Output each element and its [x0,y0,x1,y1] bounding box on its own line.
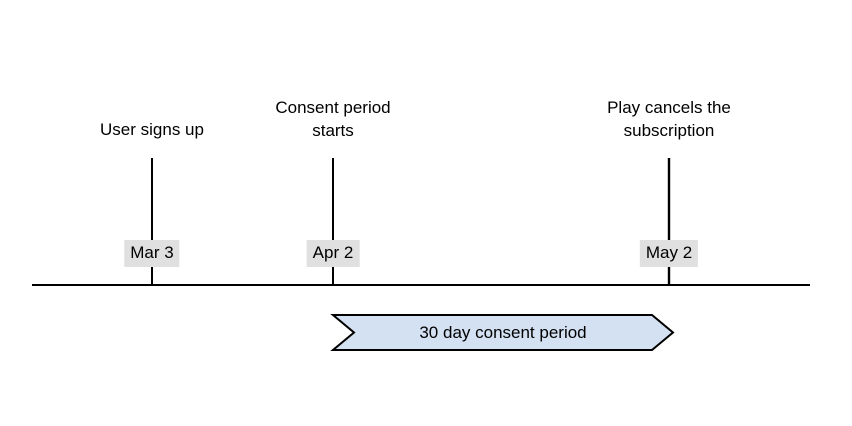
event-title-user-signs-up: User signs up [100,120,204,139]
date-chip-apr-2: Apr 2 [306,240,360,267]
event-title-consent-period-starts: Consent period starts [275,98,391,140]
event-title-play-cancels-subscription: Play cancels the subscription [607,98,731,140]
consent-period-banner-shape [330,314,675,351]
date-chip-mar-3: Mar 3 [124,240,180,267]
date-chip-may-2: May 2 [639,240,699,267]
consent-period-banner-label: 30 day consent period [419,323,587,342]
